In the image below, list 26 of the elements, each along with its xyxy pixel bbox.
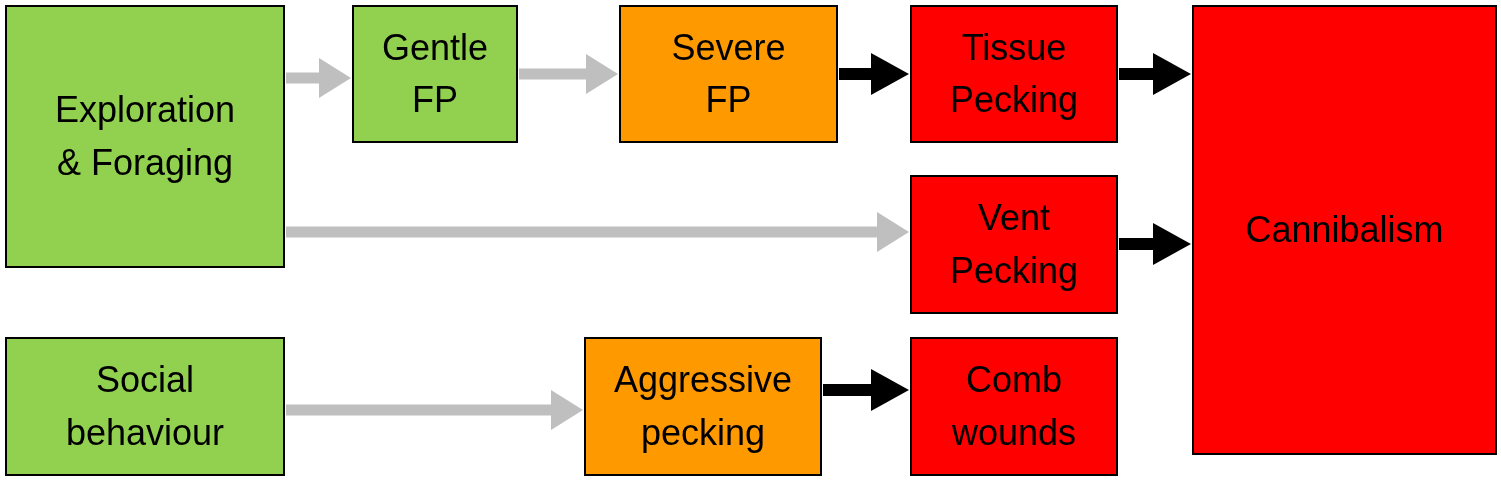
arrow [1119, 223, 1191, 265]
box-label: Severe FP [670, 25, 787, 122]
process-box [910, 175, 1118, 314]
process-box [910, 337, 1118, 476]
process-box [352, 5, 518, 143]
process-box [910, 5, 1118, 143]
arrow [286, 390, 583, 430]
box-label: Exploration & Foraging [53, 88, 237, 185]
arrow [823, 369, 909, 411]
box-label: Gentle FP [380, 25, 490, 122]
process-box [5, 5, 285, 268]
box-label: Aggressive pecking [612, 358, 794, 455]
box-label: Social behaviour [64, 358, 226, 455]
arrow [839, 53, 909, 95]
box-label: Cannibalism [1245, 207, 1444, 252]
box-label: Tissue Pecking [948, 25, 1080, 122]
process-box [5, 337, 285, 476]
arrow [286, 212, 909, 252]
process-box [1192, 5, 1497, 455]
arrow [519, 54, 618, 94]
arrow [286, 58, 351, 98]
process-box [584, 337, 822, 476]
process-box [619, 5, 838, 143]
arrow [1119, 53, 1191, 95]
box-label: Vent Pecking [948, 196, 1080, 293]
box-label: Comb wounds [950, 358, 1078, 455]
